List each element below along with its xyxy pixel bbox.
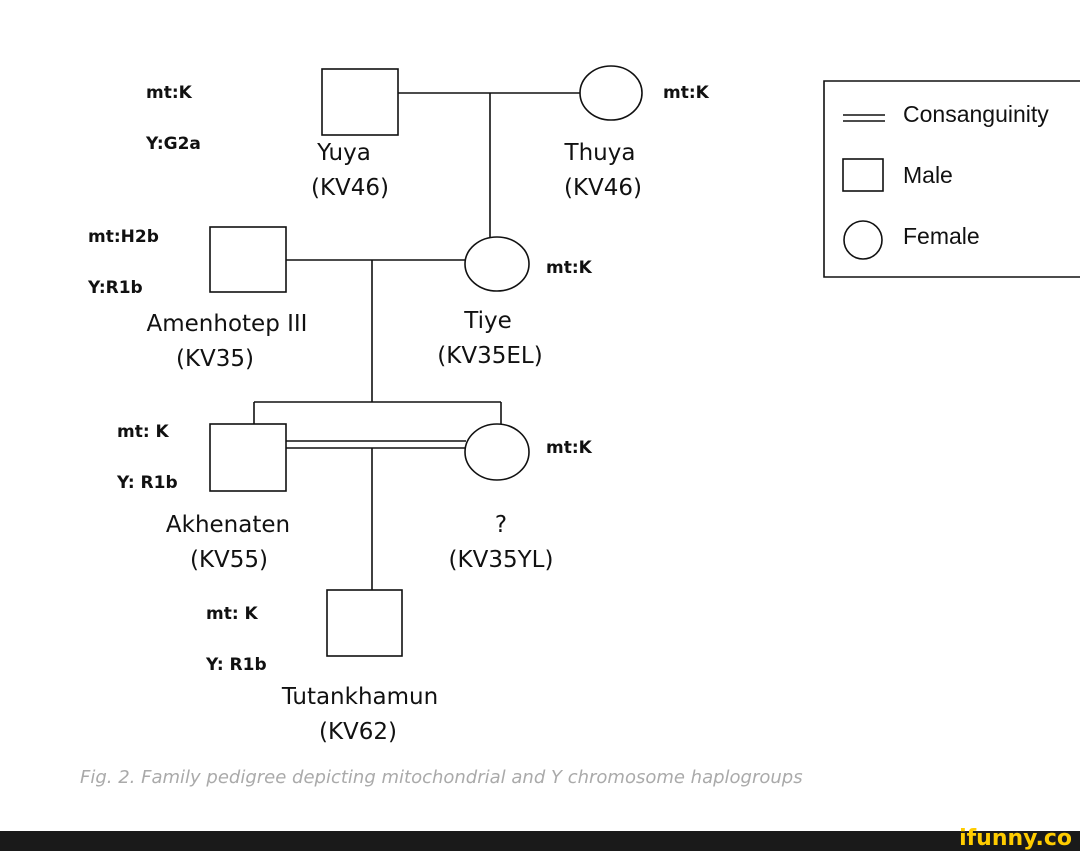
yuya-mt-haplogroup: mt:K [146, 83, 193, 103]
tutankhamun-y-haplogroup: Y: R1b [205, 655, 267, 675]
thuya-mt-haplogroup: mt:K [663, 83, 710, 103]
tutankhamun-name: Tutankhamun [281, 684, 438, 710]
tiye-female-symbol [464, 236, 530, 292]
amenhotep-y-haplogroup: Y:R1b [87, 278, 143, 298]
amenhotep-tomb: (KV35) [176, 346, 254, 372]
legend-male-label: Male [903, 162, 953, 188]
yuya-y-haplogroup: Y:G2a [145, 134, 201, 154]
akhenaten-male-symbol [209, 423, 287, 492]
yuya-name: Yuya [316, 140, 371, 166]
akhenaten-mt-haplogroup: mt: K [117, 422, 170, 442]
tutankhamun-male-symbol [326, 589, 403, 657]
yuya-male-symbol [321, 68, 399, 136]
tutankhamun-tomb: (KV62) [319, 719, 397, 745]
kv35yl-female-symbol [464, 423, 530, 481]
figure-caption: Fig. 2. Family pedigree depicting mitoch… [80, 767, 803, 788]
tiye-tomb: (KV35EL) [437, 343, 542, 369]
thuya-name: Thuya [564, 140, 636, 166]
legend-border [823, 80, 1080, 278]
pedigree-diagram: mt:K Y:G2a Yuya (KV46) mt:K Thuya (KV46)… [80, 65, 1080, 788]
legend-female-symbol [843, 220, 883, 260]
tiye-mt-haplogroup: mt:K [546, 258, 593, 278]
amenhotep-name: Amenhotep III [147, 311, 308, 337]
akhenaten-name: Akhenaten [166, 512, 290, 538]
legend-female-label: Female [903, 223, 980, 249]
akhenaten-tomb: (KV55) [190, 547, 268, 573]
kv35yl-name: ? [495, 512, 507, 538]
yuya-tomb: (KV46) [311, 175, 389, 201]
tiye-name: Tiye [463, 308, 512, 334]
amenhotep-male-symbol [209, 226, 287, 293]
amenhotep-mt-haplogroup: mt:H2b [88, 227, 159, 247]
footer-bar: ifunny.co [0, 827, 1080, 851]
thuya-tomb: (KV46) [564, 175, 642, 201]
kv35yl-mt-haplogroup: mt:K [546, 438, 593, 458]
thuya-female-symbol [579, 65, 643, 121]
legend: Consanguinity Male Female [823, 80, 1080, 278]
legend-male-symbol [842, 158, 884, 192]
tutankhamun-mt-haplogroup: mt: K [206, 604, 259, 624]
ifunny-watermark: ifunny.co [959, 826, 1072, 851]
legend-consanguinity-label: Consanguinity [903, 101, 1049, 127]
akhenaten-y-haplogroup: Y: R1b [116, 473, 178, 493]
kv35yl-tomb: (KV35YL) [449, 547, 554, 573]
